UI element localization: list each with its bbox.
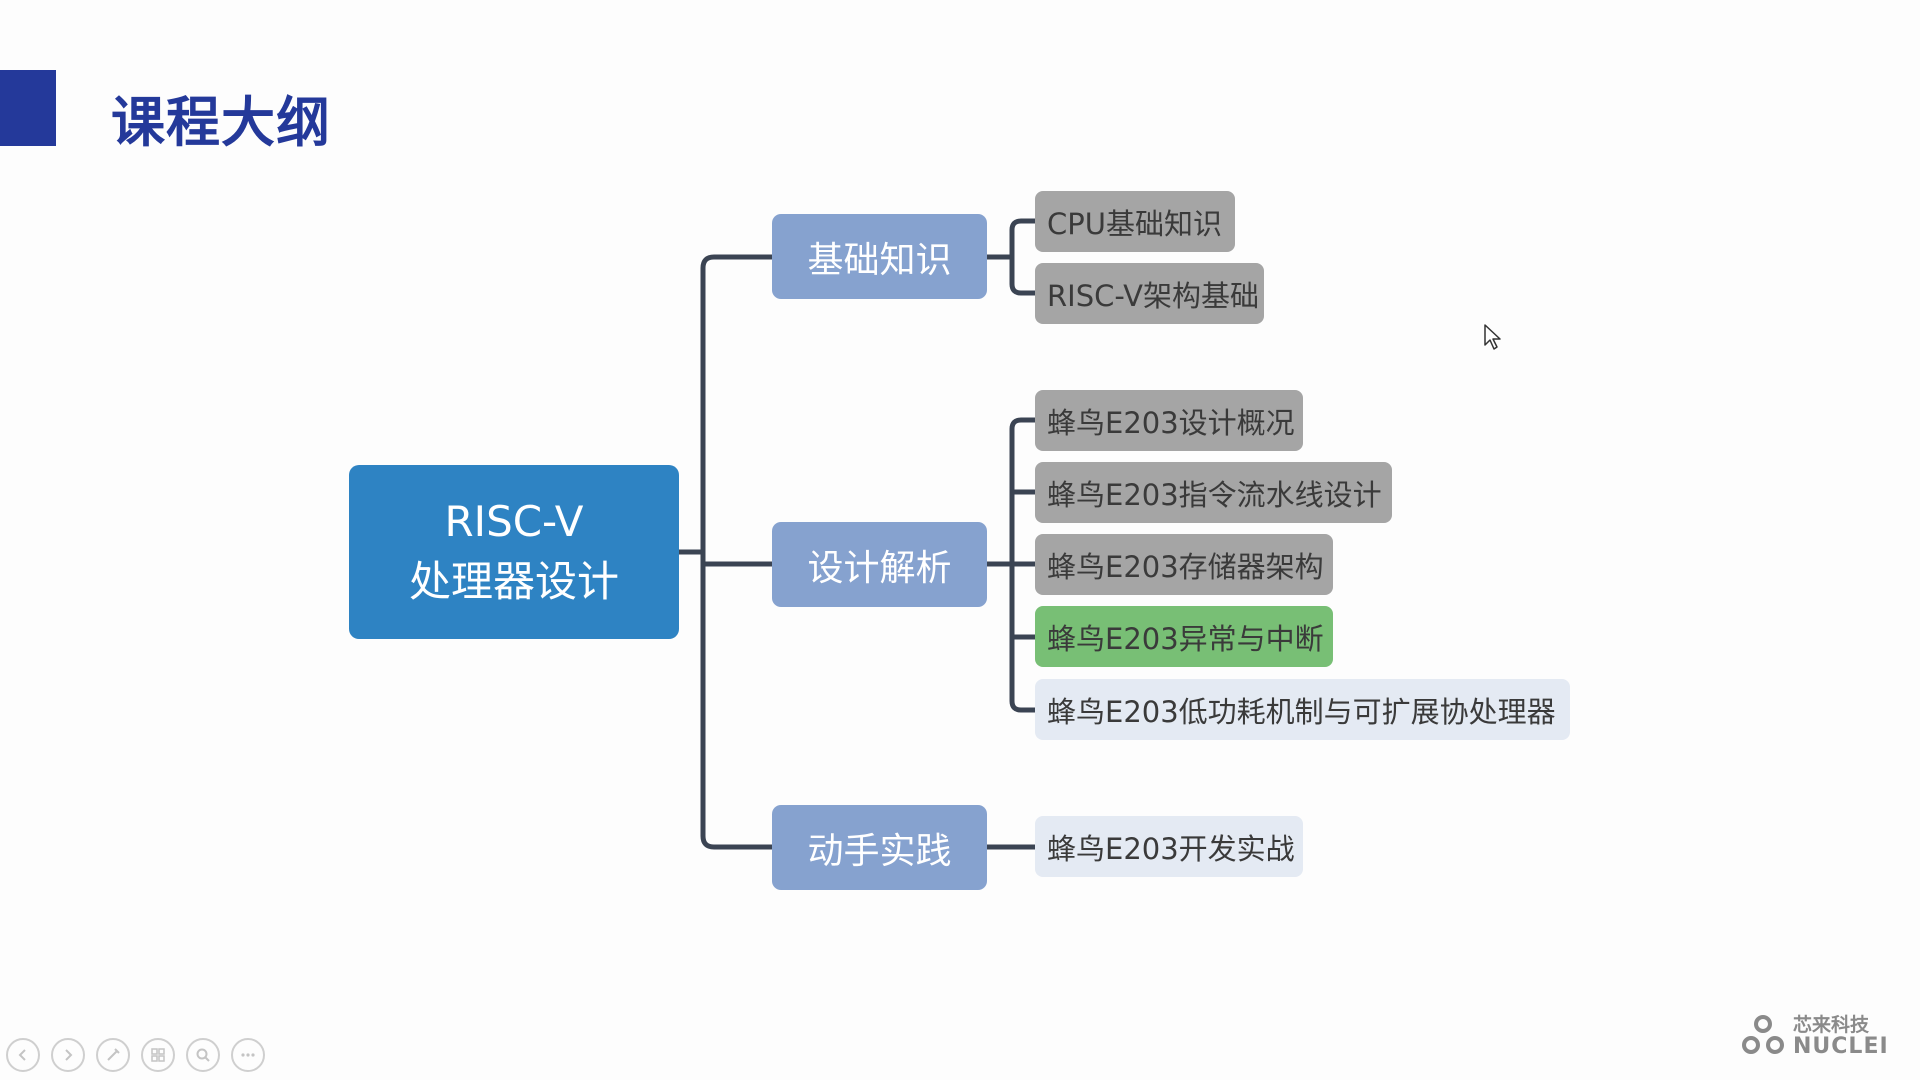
branch-hands-on: 动手实践 <box>772 805 987 890</box>
leaf-e203-dev: 蜂鸟E203开发实战 <box>1035 816 1303 877</box>
page-title: 课程大纲 <box>111 91 331 154</box>
root-line-1: RISC-V <box>444 497 584 546</box>
pen-icon[interactable] <box>96 1038 130 1072</box>
leaf-e203-memory: 蜂鸟E203存储器架构 <box>1035 534 1333 595</box>
logo-name-en: NUCLEI <box>1793 1034 1889 1059</box>
leaf-riscv-arch: RISC-V架构基础 <box>1035 263 1264 324</box>
leaf-e203-lowpower: 蜂鸟E203低功耗机制与可扩展协处理器 <box>1035 679 1570 740</box>
mouse-cursor-icon <box>1484 324 1501 350</box>
leaf-e203-pipeline: 蜂鸟E203指令流水线设计 <box>1035 462 1392 523</box>
more-icon[interactable] <box>231 1038 265 1072</box>
root-line-2: 处理器设计 <box>408 557 619 606</box>
presentation-toolbar <box>6 1038 265 1072</box>
slides-overview-icon[interactable] <box>141 1038 175 1072</box>
branch-basics: 基础知识 <box>772 214 987 299</box>
root-node: RISC-V 处理器设计 <box>349 465 679 639</box>
logo-name-cn: 芯来科技 <box>1793 1014 1870 1036</box>
nuclei-logo: 芯来科技 NUCLEI <box>1738 1010 1888 1060</box>
branch-design-analysis: 设计解析 <box>772 522 987 607</box>
leaf-cpu-basics: CPU基础知识 <box>1035 191 1235 252</box>
title-accent-bar <box>0 70 56 146</box>
next-slide-icon[interactable] <box>51 1038 85 1072</box>
zoom-icon[interactable] <box>186 1038 220 1072</box>
prev-slide-icon[interactable] <box>6 1038 40 1072</box>
nuclei-logo-icon <box>1742 1015 1784 1054</box>
leaf-e203-overview: 蜂鸟E203设计概况 <box>1035 390 1303 451</box>
leaf-e203-exceptions: 蜂鸟E203异常与中断 <box>1035 606 1333 667</box>
